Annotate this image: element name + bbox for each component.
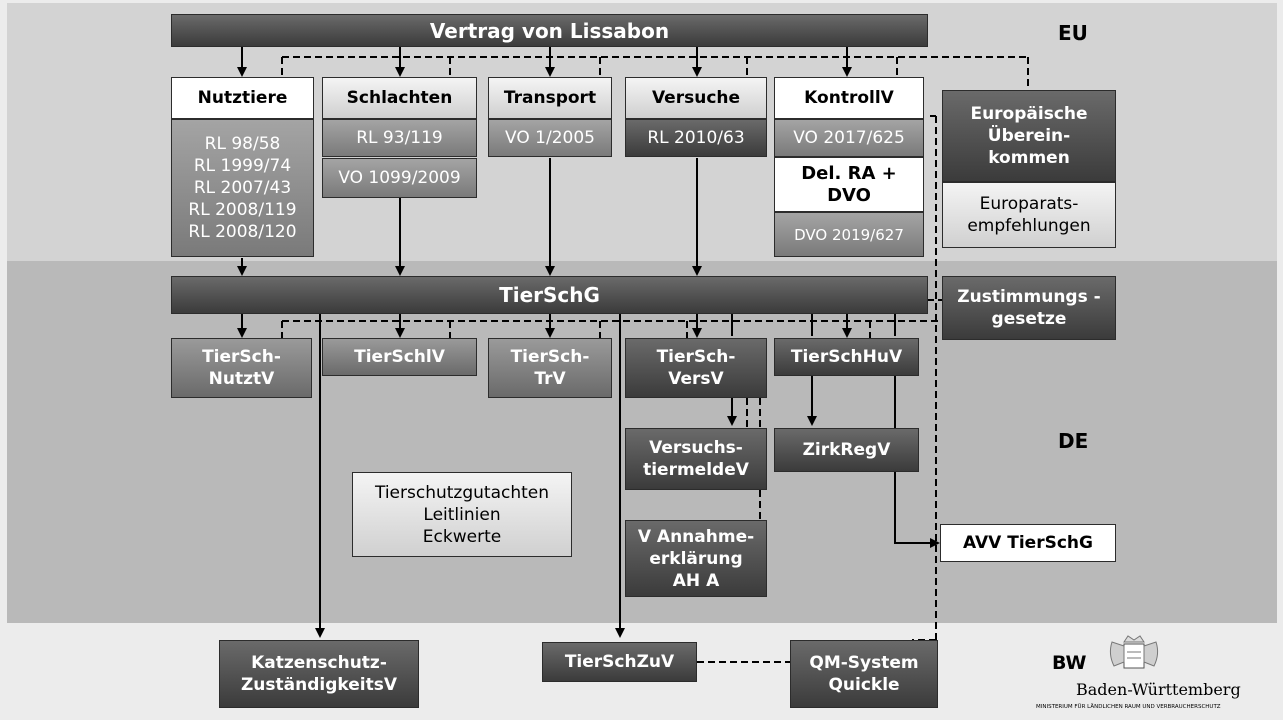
directive-item: RL 1999/74 — [193, 156, 292, 176]
europ-recommendations-box: Europarats-empfehlungen — [942, 182, 1116, 248]
gutachten-line: Leitlinien — [423, 504, 501, 525]
bw-abbr: BW — [1052, 652, 1087, 674]
tiersch-trv-box: TierSch-TrV — [488, 338, 612, 398]
ministry-name: MINISTERIUM FÜR LÄNDLICHEN RAUM UND VERB… — [1036, 704, 1221, 710]
tierschzuv-box: TierSchZuV — [542, 642, 697, 682]
lisbon-treaty-box: Vertrag von Lissabon — [171, 14, 928, 47]
directive-item: RL 2008/119 — [188, 200, 297, 220]
transport-item: VO 1/2005 — [488, 119, 612, 157]
directive-item: RL 98/58 — [204, 134, 281, 154]
kontrollv-sub-item: DVO 2019/627 — [774, 212, 924, 257]
schlachten-header: Schlachten — [322, 77, 477, 119]
kontrollv-delegated-acts: Del. RA + DVO — [774, 157, 924, 212]
region-label-de: DE — [1058, 429, 1089, 453]
nutztiere-header: Nutztiere — [171, 77, 314, 119]
directive-item: RL 2008/120 — [188, 222, 297, 242]
qm-system-box: QM-System Quickle — [790, 640, 938, 708]
versuchstiermeldev-box: Versuchs-tiermeldeV — [625, 428, 767, 490]
versuche-item: RL 2010/63 — [625, 119, 767, 157]
schlachten-item-2: VO 1099/2009 — [322, 158, 477, 198]
zirkregv-box: ZirkRegV — [774, 428, 919, 472]
versuche-header: Versuche — [625, 77, 767, 119]
bw-name: Baden-Württemberg — [1076, 680, 1241, 699]
zustimmungsgesetze-box: Zustimmungs -gesetze — [942, 276, 1116, 340]
tierschlv-box: TierSchlV — [322, 338, 477, 376]
tierschutzgutachten-box: Tierschutzgutachten Leitlinien Eckwerte — [352, 472, 572, 557]
tiersch-versv-box: TierSch-VersV — [625, 338, 767, 398]
transport-header: Transport — [488, 77, 612, 119]
v-annahmeerklaerung-box: V Annahme-erklärung AH A — [625, 520, 767, 597]
nutztiere-directives: RL 98/58 RL 1999/74 RL 2007/43 RL 2008/1… — [171, 119, 314, 257]
kontrollv-item: VO 2017/625 — [774, 119, 924, 157]
directive-item: RL 2007/43 — [193, 178, 292, 198]
tierschg-bar: TierSchG — [171, 276, 928, 314]
tiersch-nutztv-box: TierSch-NutztV — [171, 338, 312, 398]
katzenschutz-box: Katzenschutz-ZuständigkeitsV — [219, 640, 419, 708]
gutachten-line: Tierschutzgutachten — [374, 482, 550, 503]
avv-tierschg-box: AVV TierSchG — [940, 524, 1116, 562]
schlachten-item-1: RL 93/119 — [322, 119, 477, 157]
kontrollv-header: KontrollV — [774, 77, 924, 119]
bw-logo: BW Baden-Württemberg MINISTERIUM FÜR LÄN… — [1036, 632, 1276, 717]
coat-of-arms-icon — [1109, 635, 1159, 669]
europ-conventions-box: Europäische Überein-kommen — [942, 90, 1116, 182]
region-label-eu: EU — [1058, 21, 1088, 45]
tierschhuv-box: TierSchHuV — [774, 338, 919, 376]
gutachten-line: Eckwerte — [422, 526, 502, 547]
